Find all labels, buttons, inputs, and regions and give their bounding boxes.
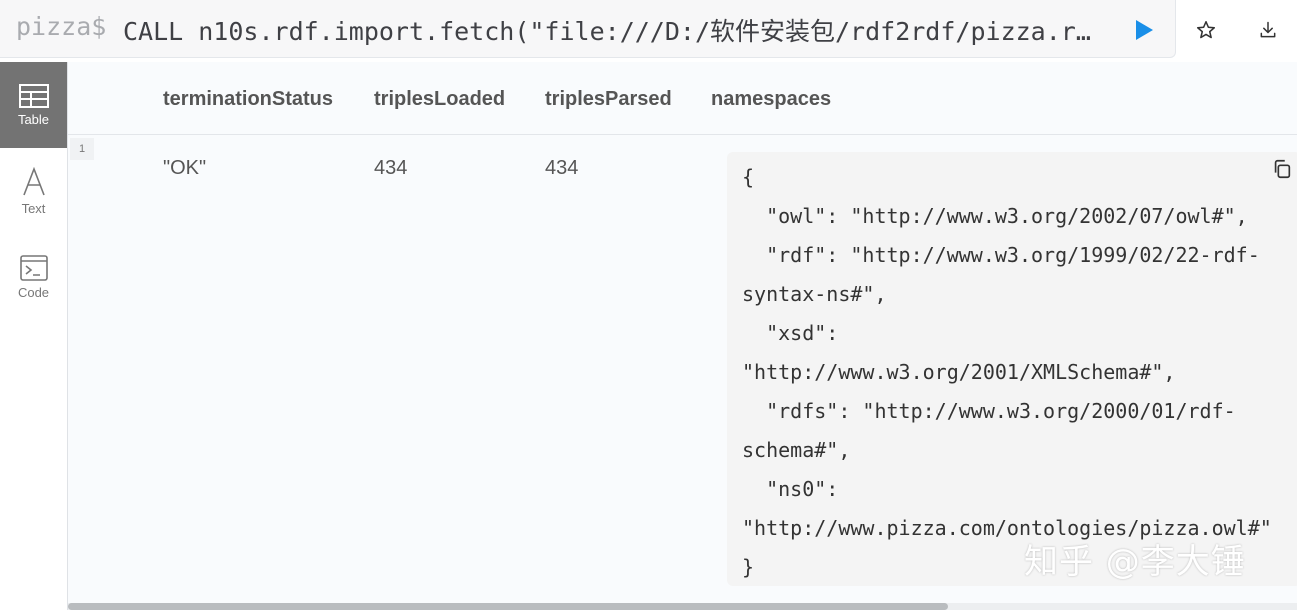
- json-line: "owl": "http://www.w3.org/2002/07/owl#",: [742, 204, 1248, 228]
- json-line: "rdfs": "http://www.w3.org/2000/01/rdf-: [742, 399, 1236, 423]
- query-bar: pizza$ CALL n10s.rdf.import.fetch("file:…: [0, 0, 1297, 62]
- json-line: "xsd":: [742, 321, 839, 345]
- result-table: terminationStatus triplesLoaded triplesP…: [68, 62, 1297, 610]
- run-query-button[interactable]: [1128, 14, 1160, 46]
- json-line: schema#",: [742, 438, 851, 462]
- namespaces-json: { "owl": "http://www.w3.org/2002/07/owl#…: [742, 158, 1272, 587]
- namespaces-json-box: { "owl": "http://www.w3.org/2002/07/owl#…: [727, 152, 1297, 586]
- cell-triplesloaded: 434: [374, 157, 408, 179]
- column-header-terminationstatus: terminationStatus: [163, 88, 334, 110]
- json-line: }: [742, 555, 755, 579]
- download-icon: [1260, 21, 1276, 38]
- tab-table[interactable]: Table: [0, 62, 67, 148]
- json-line: syntax-ns#",: [742, 282, 887, 306]
- table-header: terminationStatus triplesLoaded triplesP…: [68, 62, 1297, 135]
- star-icon: [1196, 20, 1216, 39]
- column-header-triplesparsed: triplesParsed: [545, 88, 672, 110]
- text-icon: [22, 166, 45, 195]
- tab-code-label: Code: [17, 284, 50, 300]
- column-header-triplesloaded: triplesLoaded: [374, 88, 506, 110]
- code-icon: [19, 254, 48, 281]
- view-tabs: Table Text Code: [0, 62, 68, 610]
- cell-triplesparsed: 434: [545, 157, 579, 179]
- download-button[interactable]: [1252, 14, 1284, 46]
- row-number: 1: [70, 138, 94, 160]
- column-header-namespaces: namespaces: [711, 88, 832, 110]
- query-text[interactable]: CALL n10s.rdf.import.fetch("file:///D:/软…: [123, 17, 1091, 46]
- editor-prompt: pizza$: [16, 12, 107, 41]
- json-line: "rdf": "http://www.w3.org/1999/02/22-rdf…: [742, 243, 1260, 267]
- favorite-button[interactable]: [1190, 14, 1222, 46]
- cell-terminationstatus: "OK": [163, 157, 207, 179]
- json-line: "http://www.w3.org/2001/XMLSchema#",: [742, 360, 1176, 384]
- scrollbar-thumb[interactable]: [68, 603, 948, 610]
- copy-button[interactable]: [1271, 158, 1295, 182]
- json-line: "http://www.pizza.com/ontologies/pizza.o…: [742, 516, 1272, 540]
- json-line: {: [742, 165, 755, 189]
- play-icon: [1136, 20, 1153, 40]
- tab-text-label: Text: [21, 200, 46, 216]
- json-line: "ns0":: [742, 477, 839, 501]
- watermark: 知乎 @李大锤: [1024, 542, 1246, 582]
- table-icon: [18, 83, 49, 108]
- horizontal-scrollbar[interactable]: [68, 603, 1297, 610]
- copy-icon: [1274, 159, 1291, 179]
- tab-table-label: Table: [17, 111, 50, 127]
- tab-code[interactable]: Code: [0, 234, 67, 320]
- tab-text[interactable]: Text: [0, 148, 67, 234]
- query-editor[interactable]: pizza$ CALL n10s.rdf.import.fetch("file:…: [0, 0, 1176, 58]
